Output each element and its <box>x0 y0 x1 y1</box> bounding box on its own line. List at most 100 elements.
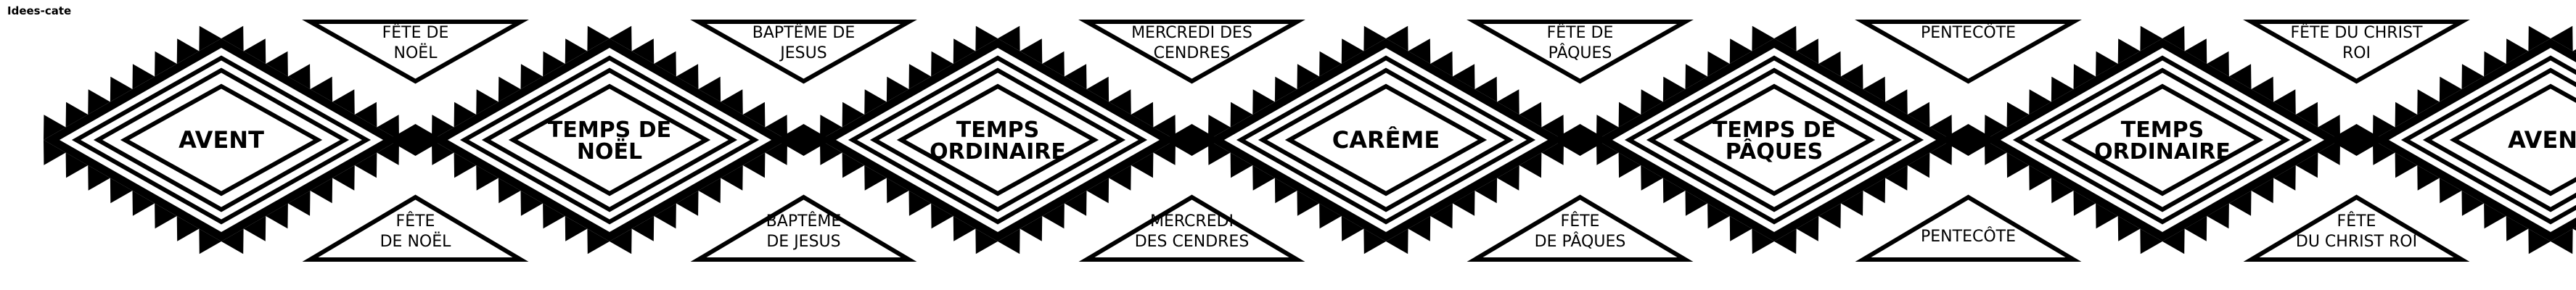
feast-label-line: JESUS <box>779 44 826 62</box>
feast-label-line: FÊTE <box>2337 212 2376 231</box>
season-label-line: NOËL <box>577 138 642 165</box>
serration-triangle <box>1452 64 1475 89</box>
diamond-outline <box>896 83 1099 196</box>
serration-triangle <box>765 140 787 165</box>
serration-triangle <box>1774 25 1797 51</box>
serration-triangle <box>2572 227 2576 231</box>
feast-label-line: PENTECÔTE <box>1921 23 2016 42</box>
season-label-line: ORDINAIRE <box>930 139 1066 165</box>
feast-triangle-frame <box>1467 194 1694 262</box>
serration-triangle <box>2251 178 2274 204</box>
serration-triangle <box>1818 51 1841 77</box>
serration-triangle <box>2207 203 2229 229</box>
serration-triangle <box>498 76 521 102</box>
serration-triangle <box>1064 191 1087 216</box>
serration-triangle <box>975 25 998 51</box>
serration-triangle <box>2528 228 2551 254</box>
serration-triangle <box>742 152 766 178</box>
serration-triangle <box>1341 216 1364 241</box>
serration-triangle <box>2140 228 2162 254</box>
serration-triangle <box>2484 203 2506 229</box>
serration-triangle <box>476 89 499 115</box>
serration-triangle <box>44 115 66 140</box>
serration-triangle <box>2318 115 2340 140</box>
serration-triangle <box>1519 102 1542 128</box>
serration-triangle <box>1929 140 1952 165</box>
serration-triangle <box>1618 152 1641 178</box>
serration-triangle <box>1131 152 1154 178</box>
serration-triangle <box>221 25 244 51</box>
serration-triangle <box>1086 76 1109 102</box>
serration-triangle <box>310 76 333 102</box>
serration-triangle <box>2484 51 2506 77</box>
serration-triangle <box>2461 64 2485 89</box>
serration-triangle <box>110 76 133 102</box>
serration-triangle <box>1863 76 1886 102</box>
serration-triangle <box>1430 51 1453 77</box>
serration-triangle <box>587 228 610 254</box>
diamond-inner-field <box>2389 48 2576 232</box>
feast-triangle-top: PENTECÔTE <box>1855 20 2082 84</box>
serration-triangle <box>1596 115 1619 140</box>
serration-triangle <box>2117 216 2141 241</box>
feast-label-line: FÊTE <box>396 212 435 231</box>
serration-triangle <box>698 76 721 102</box>
diamond-outline <box>848 55 1148 225</box>
season-label-line: TEMPS <box>956 117 1039 143</box>
season-label: AVENT <box>179 126 264 154</box>
feast-label-line: FÊTE <box>1561 212 1600 231</box>
feast-label-line: DU CHRIST ROI <box>2296 233 2417 251</box>
serration-triangle <box>1153 115 1176 140</box>
serration-triangle <box>432 140 454 165</box>
serration-triangle <box>2295 102 2318 128</box>
serration-triangle <box>1252 165 1275 191</box>
serration-triangle <box>1042 203 1065 229</box>
serration-triangle <box>1274 178 1297 204</box>
serration-triangle <box>520 64 543 89</box>
serration-triangle <box>1907 102 1930 128</box>
serration-triangle <box>2251 76 2274 102</box>
serration-triangle <box>1752 228 1774 254</box>
serration-triangle <box>221 228 244 254</box>
serration-triangle <box>2461 191 2485 216</box>
serration-triangle <box>2439 76 2462 102</box>
serration-triangle <box>155 51 177 77</box>
serration-triangle <box>2073 191 2096 216</box>
watermark-label: Idees-cate <box>7 4 72 17</box>
serration-triangle <box>820 140 842 165</box>
serration-triangle <box>2528 25 2551 51</box>
serration-triangle <box>1297 64 1320 89</box>
serration-triangle <box>1840 191 1863 216</box>
serration-triangle <box>2162 25 2185 51</box>
serration-triangle <box>1796 216 1819 241</box>
serration-triangle <box>2184 38 2207 64</box>
serration-triangle <box>1796 38 1819 64</box>
season-diamond: AVENT <box>2373 25 2576 254</box>
diamond-outline <box>2422 67 2576 212</box>
season-label-line: AVENT <box>179 126 264 154</box>
serration-triangle <box>1208 115 1231 140</box>
season-label-line: TEMPS <box>2121 117 2204 143</box>
serration-triangle <box>1430 203 1453 229</box>
serration-triangle <box>1774 228 1797 254</box>
serration-triangle <box>1230 152 1253 178</box>
serration-triangle <box>1452 191 1475 216</box>
diamond-outline <box>120 83 323 196</box>
serration-triangle <box>1519 152 1542 178</box>
serration-triangle <box>1840 64 1863 89</box>
serration-triangle <box>2506 216 2529 241</box>
serration-triangle <box>2417 89 2440 115</box>
diamond-outline <box>481 67 738 212</box>
serration-triangle <box>1985 115 2007 140</box>
serration-triangle <box>2439 178 2462 204</box>
